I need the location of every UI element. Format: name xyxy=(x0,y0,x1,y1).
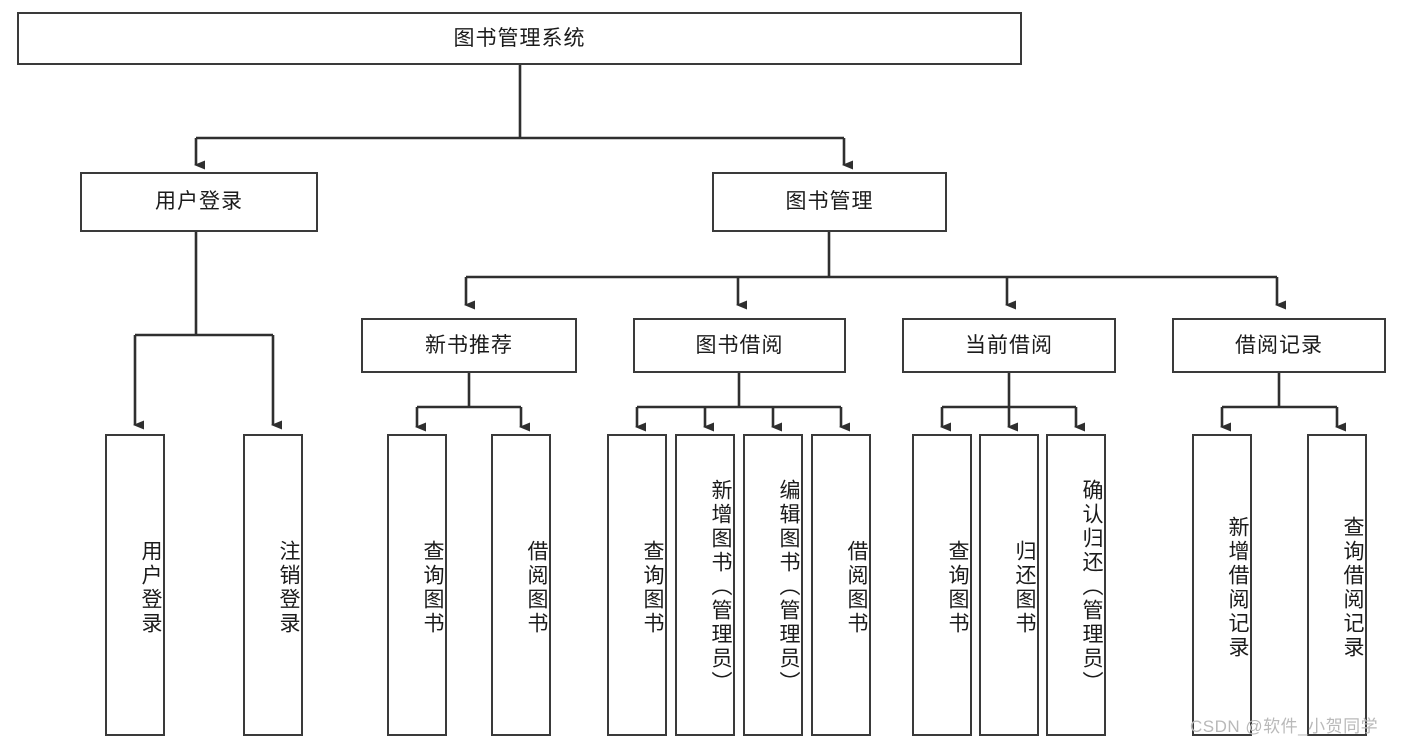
node-label: 新增借阅记录 xyxy=(1226,516,1249,660)
node-leaf-user-login[interactable]: 用户登录 xyxy=(105,434,165,736)
node-label: 确认归还（管理员） xyxy=(1080,479,1103,695)
node-label: 借阅图书 xyxy=(525,540,548,636)
node-current-borrow[interactable]: 当前借阅 xyxy=(902,318,1116,373)
node-label: 查询借阅记录 xyxy=(1341,516,1364,660)
node-label: 图书管理 xyxy=(785,190,874,214)
node-leaf-query-borrow-record[interactable]: 查询借阅记录 xyxy=(1307,434,1367,736)
node-leaf-query-book-1[interactable]: 查询图书 xyxy=(387,434,447,736)
node-label: 查询图书 xyxy=(946,540,969,636)
node-label: 用户登录 xyxy=(155,190,243,214)
node-label: 图书借阅 xyxy=(695,333,784,357)
node-leaf-borrow-book-2[interactable]: 借阅图书 xyxy=(811,434,871,736)
node-label: 查询图书 xyxy=(641,540,664,636)
node-leaf-confirm-return[interactable]: 确认归还（管理员） xyxy=(1046,434,1106,736)
node-label: 归还图书 xyxy=(1013,540,1036,636)
node-label: 当前借阅 xyxy=(965,333,1053,357)
node-borrow-record[interactable]: 借阅记录 xyxy=(1172,318,1386,373)
node-label: 借阅图书 xyxy=(845,540,868,636)
node-label: 编辑图书（管理员） xyxy=(777,479,800,695)
node-label: 查询图书 xyxy=(421,540,444,636)
node-leaf-query-book-3[interactable]: 查询图书 xyxy=(912,434,972,736)
node-leaf-query-book-2[interactable]: 查询图书 xyxy=(607,434,667,736)
node-leaf-borrow-book-1[interactable]: 借阅图书 xyxy=(491,434,551,736)
node-leaf-add-borrow-record[interactable]: 新增借阅记录 xyxy=(1192,434,1252,736)
node-leaf-return-book[interactable]: 归还图书 xyxy=(979,434,1039,736)
node-label: 借阅记录 xyxy=(1235,333,1323,357)
node-label: 用户登录 xyxy=(139,540,162,636)
node-label: 注销登录 xyxy=(277,540,300,636)
node-book-borrow[interactable]: 图书借阅 xyxy=(633,318,846,373)
node-leaf-edit-book[interactable]: 编辑图书（管理员） xyxy=(743,434,803,736)
node-label: 图书管理系统 xyxy=(453,26,586,50)
node-leaf-add-book[interactable]: 新增图书（管理员） xyxy=(675,434,735,736)
node-new-book-recommend[interactable]: 新书推荐 xyxy=(361,318,577,373)
node-root-book-management-system[interactable]: 图书管理系统 xyxy=(17,12,1022,65)
node-label: 新书推荐 xyxy=(425,333,513,357)
node-label: 新增图书（管理员） xyxy=(709,479,732,695)
node-book-management[interactable]: 图书管理 xyxy=(712,172,947,232)
node-leaf-logout-login[interactable]: 注销登录 xyxy=(243,434,303,736)
csdn-watermark: CSDN @软件_小贺同学 xyxy=(1190,717,1379,736)
node-user-login[interactable]: 用户登录 xyxy=(80,172,318,232)
